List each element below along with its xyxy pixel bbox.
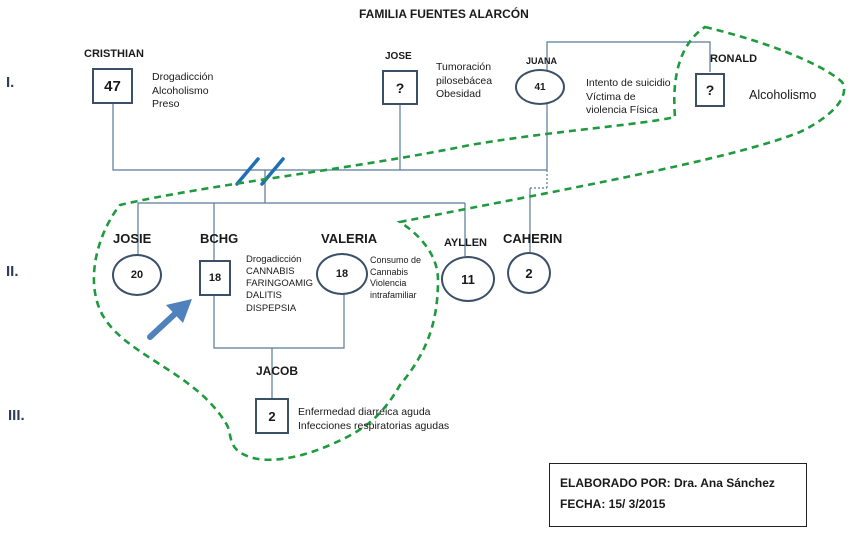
member-name-jose: JOSE xyxy=(385,51,412,62)
member-notes-cristhian: Drogadicción Alcoholismo Preso xyxy=(152,71,214,111)
union-line-bchg-valeria xyxy=(213,294,345,398)
member-name-caherin: CAHERIN xyxy=(503,231,563,246)
member-name-cristhian: CRISTHIAN xyxy=(84,48,144,60)
member-notes-jacob: Enfermedad diarreica aguda Infecciones r… xyxy=(298,406,450,432)
member-symbol-valeria: 18 xyxy=(316,253,368,295)
member-symbol-jose: ? xyxy=(382,70,418,105)
generation-label-1: I. xyxy=(6,74,15,91)
member-name-valeria: VALERIA xyxy=(321,231,378,246)
descent-line-gen2 xyxy=(137,170,466,260)
member-symbol-ayllen: 11 xyxy=(441,256,495,302)
diagram-title: FAMILIA FUENTES ALARCÓN xyxy=(359,7,529,21)
descent-line-caherin xyxy=(529,170,548,252)
pointer-arrow xyxy=(147,299,192,340)
member-symbol-jacob: 2 xyxy=(255,398,289,434)
union-line-juana-ronald xyxy=(546,41,711,72)
member-symbol-bchg: 18 xyxy=(199,260,231,296)
member-symbol-josie: 20 xyxy=(112,254,162,296)
member-name-bchg: BCHG xyxy=(200,231,239,246)
member-symbol-juana: 41 xyxy=(515,69,565,105)
footer-box: ELABORADO POR: Dra. Ana Sánchez FECHA: 1… xyxy=(549,463,807,527)
member-notes-ronald: Alcoholismo xyxy=(749,88,817,102)
member-name-josie: JOSIE xyxy=(113,231,152,246)
member-notes-jose: Tumoración pilosebácea Obesidad xyxy=(436,61,493,101)
footer-date: FECHA: 15/ 3/2015 xyxy=(560,497,666,511)
divorce-marks xyxy=(235,157,285,186)
generation-label-2: II. xyxy=(6,263,19,280)
generation-label-3: III. xyxy=(8,407,25,424)
member-symbol-caherin: 2 xyxy=(507,252,551,294)
member-name-juana: JUANA xyxy=(526,56,558,66)
union-line-cristhian-jose xyxy=(112,103,401,171)
member-name-ayllen: AYLLEN xyxy=(444,237,487,249)
member-name-jacob: JACOB xyxy=(256,364,299,378)
footer-prepared-by: ELABORADO POR: Dra. Ana Sánchez xyxy=(560,476,775,490)
member-symbol-ronald: ? xyxy=(695,73,725,107)
member-name-ronald: RONALD xyxy=(710,53,758,65)
highlight-boundary xyxy=(92,25,846,462)
member-notes-valeria: Consumo de Cannabis Violencia intrafamil… xyxy=(370,255,422,300)
member-symbol-cristhian: 47 xyxy=(92,68,133,104)
member-notes-juana: Intento de suicidio Víctima de violencia… xyxy=(586,77,671,117)
member-notes-bchg: Drogadicción CANNABIS FARINGOAMIG DALITI… xyxy=(246,254,314,314)
